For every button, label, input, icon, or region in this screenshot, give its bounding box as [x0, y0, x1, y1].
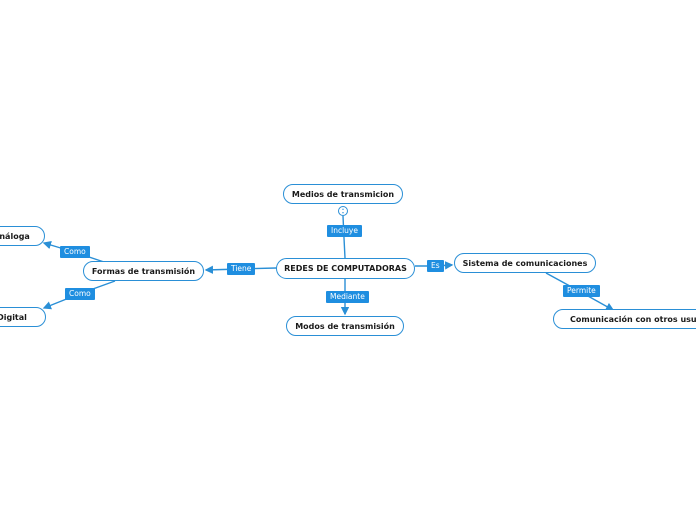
tag-como-digital[interactable]: Como — [65, 288, 95, 300]
link-incluye — [342, 215, 346, 259]
node-medios[interactable]: Medios de transmicion — [283, 184, 403, 204]
node-central[interactable]: REDES DE COMPUTADORAS — [276, 258, 415, 279]
tag-como-analoga[interactable]: Como — [60, 246, 90, 258]
node-sistema[interactable]: Sistema de comunicaciones — [454, 253, 596, 273]
node-formas[interactable]: Formas de transmisión — [83, 261, 204, 281]
tag-permite[interactable]: Permite — [563, 285, 600, 297]
tag-es[interactable]: Es — [427, 260, 444, 272]
node-digital[interactable]: Digital — [0, 307, 46, 327]
tag-mediante[interactable]: Mediante — [326, 291, 369, 303]
tag-tiene[interactable]: Tiene — [227, 263, 256, 275]
node-analoga[interactable]: Análoga — [0, 226, 45, 246]
node-modos[interactable]: Modos de transmisión — [286, 316, 404, 336]
tag-incluye[interactable]: Incluye — [327, 225, 362, 237]
collapse-dots-icon[interactable] — [338, 206, 348, 216]
node-comunicacion[interactable]: Comunicación con otros usuarios — [553, 309, 696, 329]
